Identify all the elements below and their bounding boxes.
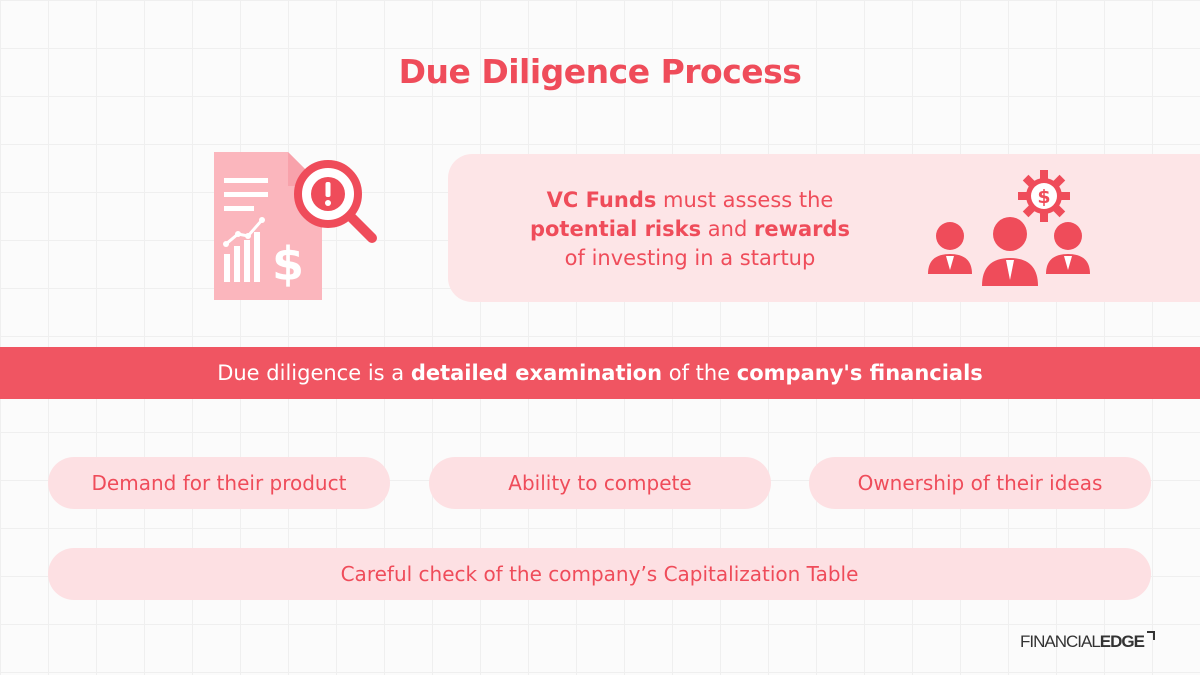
panel-line2-mid: and [701, 217, 754, 241]
pill-demand: Demand for their product [48, 457, 390, 509]
panel-text: VC Funds must assess the potential risks… [490, 186, 890, 273]
vc-funds-text: VC Funds [546, 188, 657, 212]
band-bold-1: detailed examination [410, 361, 663, 385]
svg-text:$: $ [272, 237, 304, 291]
document-dollar-icon: $ [214, 152, 377, 300]
people-group-icon: $ [928, 170, 1090, 286]
page-title: Due Diligence Process [398, 52, 802, 91]
risks-text: potential risks [529, 217, 702, 241]
logo-corner-icon [1146, 631, 1155, 640]
panel-line1-rest: must assess the [656, 188, 834, 212]
band-bold-2: company's financials [736, 361, 983, 385]
rewards-text: rewards [753, 217, 851, 241]
dollar-gear-icon: $ [1018, 170, 1070, 222]
magnifier-alert-icon [294, 160, 377, 243]
pill-ownership: Ownership of their ideas [809, 457, 1151, 509]
definition-band: Due diligence is a detailed examination … [0, 347, 1200, 399]
pill-cap-table: Careful check of the company’s Capitaliz… [48, 548, 1151, 600]
band-text-2: of the [662, 361, 737, 385]
logo-text-edge: EDGE [1099, 632, 1145, 651]
pill-compete: Ability to compete [429, 457, 771, 509]
svg-text:$: $ [1037, 186, 1050, 208]
panel-line3: of investing in a startup [564, 246, 816, 270]
band-text-1: Due diligence is a [217, 361, 411, 385]
logo-text-financial: FINANCIAL [1020, 632, 1101, 651]
